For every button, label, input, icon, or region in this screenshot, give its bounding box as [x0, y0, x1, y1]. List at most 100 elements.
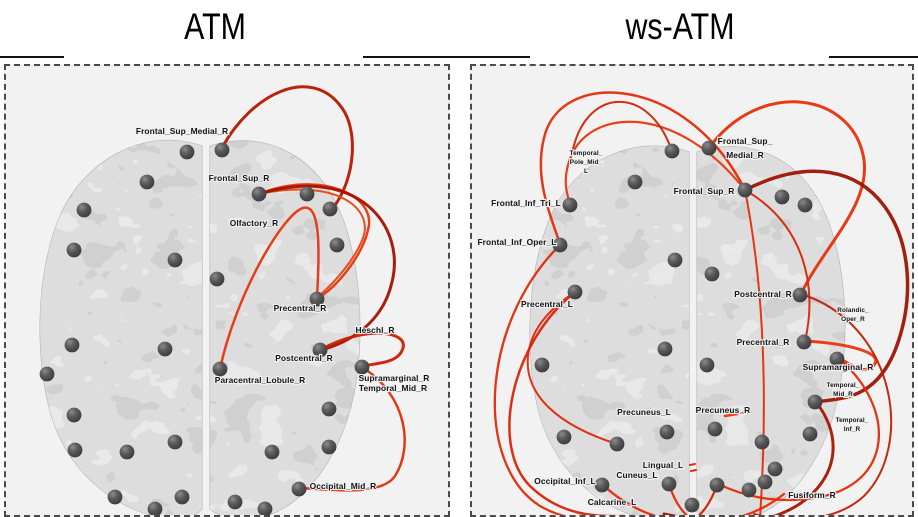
rule-segment-right — [829, 56, 918, 58]
brain-node — [157, 341, 173, 357]
connection-edge — [300, 365, 406, 492]
brain-node — [701, 140, 717, 156]
brain-node — [684, 497, 700, 513]
region-label: Supramarginal_R — [359, 373, 430, 383]
brain-node — [664, 143, 680, 159]
region-label: Temporal_Pole_Mid_L — [570, 150, 603, 175]
brain-node — [227, 494, 243, 510]
brain-node — [139, 174, 155, 190]
connection-edge — [600, 482, 786, 515]
region-label: Paracentral_Lobule_R — [215, 375, 305, 385]
brain-node — [552, 237, 568, 253]
brain-node — [792, 287, 808, 303]
brain-node — [67, 442, 83, 458]
brain-node — [556, 429, 572, 445]
brain-node — [704, 266, 720, 282]
region-label: Precuneus_L — [617, 407, 671, 417]
region-label: Temporal_Mid_R — [827, 382, 860, 398]
cortex-texture-left — [529, 145, 689, 515]
brain-node — [107, 489, 123, 505]
brain-node — [741, 482, 757, 498]
region-label: Temporal_Inf_R — [836, 417, 869, 433]
connection-edge — [744, 189, 811, 342]
region-label: Rolandic_Oper_R — [837, 307, 869, 323]
connection-edge — [723, 410, 751, 418]
brain-node — [76, 202, 92, 218]
brain-node — [609, 436, 625, 452]
brain-node — [594, 477, 610, 493]
connection-edge — [318, 331, 405, 368]
region-label: Precentral_R — [274, 303, 327, 313]
panel-title-atm: ATM — [184, 6, 246, 47]
region-label: Postcentral_R — [734, 289, 792, 299]
connection-edge — [508, 290, 625, 515]
brain-node — [797, 197, 813, 213]
connection-edge — [803, 339, 878, 372]
connection-edge — [689, 463, 697, 472]
brain-node — [737, 182, 753, 198]
brain-node — [767, 461, 783, 477]
brain-node — [321, 439, 337, 455]
brain-node — [299, 186, 315, 202]
connection-edge — [744, 189, 765, 515]
brain-node — [807, 394, 823, 410]
brain-node — [657, 341, 673, 357]
connection-edge — [667, 482, 689, 515]
connection-edge — [697, 483, 719, 515]
brain-node — [309, 291, 325, 307]
connection-edge — [564, 120, 747, 206]
region-label: Frontal_Inf_Oper_L — [477, 237, 556, 247]
connection-edge — [753, 293, 892, 515]
brain-node — [312, 342, 328, 358]
brain-node — [754, 434, 770, 450]
brain-node — [802, 426, 818, 442]
region-label: Calcarine_L — [588, 497, 637, 507]
connection-edge — [220, 85, 354, 210]
region-label: Occipital_Mid_R — [310, 481, 377, 491]
brain-node — [707, 421, 723, 437]
brain-node — [562, 197, 578, 213]
brain-connectome-ws-atm: Frontal_Sup_Medial_RTemporal_Pole_Mid_LF… — [476, 91, 910, 515]
brain-node — [709, 477, 725, 493]
connection-edge — [257, 183, 371, 300]
brain-node — [661, 476, 677, 492]
brain-node — [534, 357, 550, 373]
brain-node — [209, 271, 225, 287]
brain-node — [251, 186, 267, 202]
brain-node — [796, 334, 812, 350]
brain-node — [627, 174, 643, 190]
region-label: Frontal_Sup_Medial_R — [136, 126, 228, 136]
brain-connectome-atm: Frontal_Sup_Medial_R Frontal_Sup_R Olfacto… — [39, 85, 430, 515]
brain-node — [66, 242, 82, 258]
brain-node — [354, 359, 370, 375]
connection-edge — [743, 169, 910, 404]
region-label: Heschl_R — [356, 325, 395, 335]
rule-segment-left — [0, 56, 64, 58]
brain-node — [667, 252, 683, 268]
connection-edge — [571, 100, 673, 155]
region-label: Lingual_L — [643, 460, 683, 470]
brain-node — [39, 366, 55, 382]
brain-node — [214, 142, 230, 158]
region-label: Precentral_R — [737, 337, 790, 347]
brain-node — [264, 444, 280, 460]
region-label: Supramarginal_R — [803, 362, 874, 372]
brain-node — [774, 189, 790, 205]
brain-node — [66, 407, 82, 423]
region-label: Fusiform_R — [788, 490, 836, 500]
region-label: Occipital_Inf_L — [534, 476, 596, 486]
region-label: Temporal_Mid_R — [359, 383, 427, 393]
brain-node — [167, 252, 183, 268]
brain-node — [147, 501, 163, 515]
region-label: Frontal_Inf_Tri_L — [491, 198, 561, 208]
brain-node — [699, 357, 715, 373]
brain-node — [291, 481, 307, 497]
region-label: Frontal_Sup_R — [209, 173, 270, 183]
brain-node — [757, 474, 773, 490]
region-label: Olfactory_R — [230, 218, 279, 228]
region-label: Postcentral_R — [275, 353, 333, 363]
brain-node — [321, 401, 337, 417]
region-label: Cuneus_L — [616, 470, 657, 480]
brain-node — [179, 144, 195, 160]
